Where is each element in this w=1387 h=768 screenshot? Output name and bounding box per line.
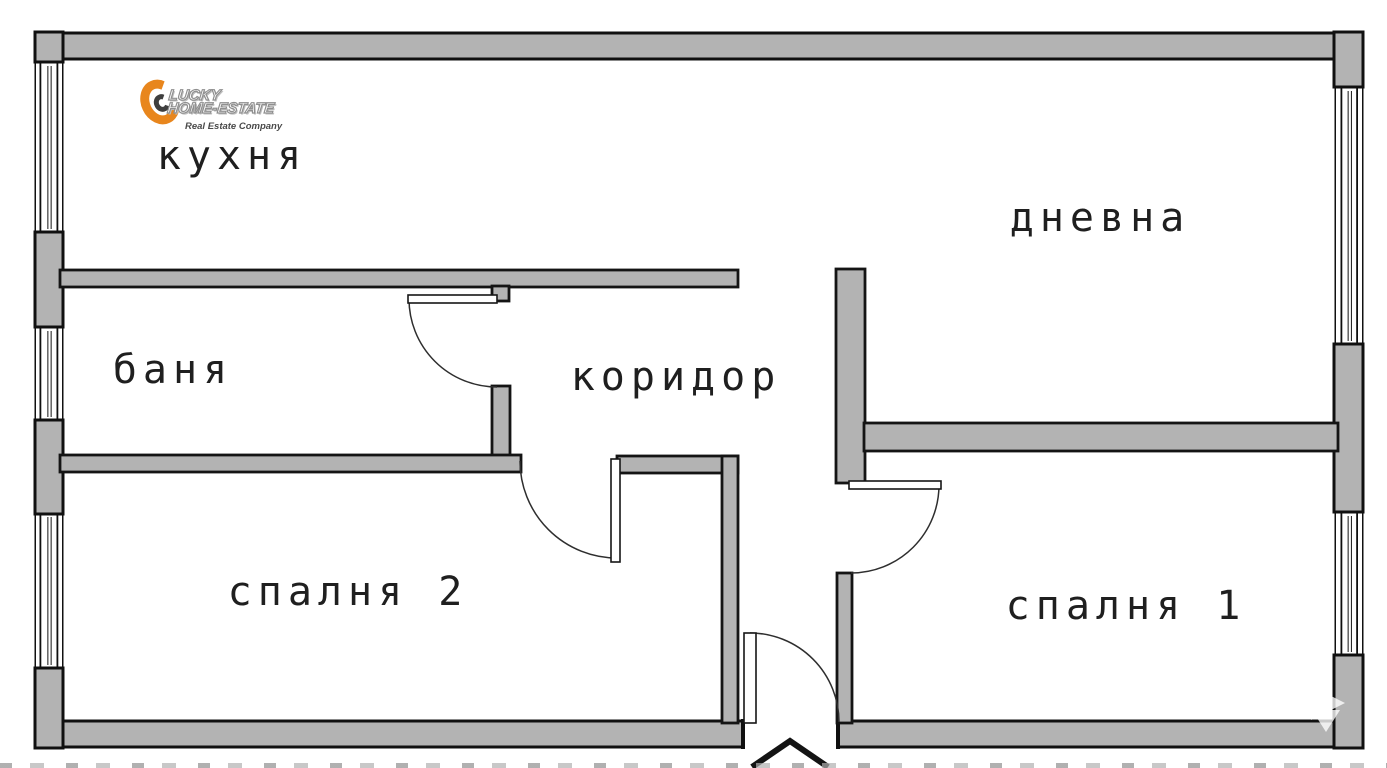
window-frame-line <box>1340 87 1343 345</box>
room-label-kitchen: кухня <box>156 133 308 179</box>
door-entrance <box>743 632 840 724</box>
logo-tagline: Real Estate Company <box>185 121 283 132</box>
window-left-3 <box>36 513 62 669</box>
window-frame-line <box>39 327 42 421</box>
logo-wordmark: LUCKY HOME-ESTATE <box>166 86 277 117</box>
room-label-bedroom1: спалня 1 <box>1005 583 1247 629</box>
window-pane-line <box>1347 91 1349 341</box>
window-pane-line <box>1350 516 1352 652</box>
window-left-2 <box>36 327 62 421</box>
wall-end-cap <box>741 719 745 749</box>
window-pane-line <box>47 331 49 417</box>
wall-corridor-living <box>834 267 867 485</box>
window-pane-line <box>1350 91 1352 341</box>
window-pane-line <box>50 517 52 665</box>
door-leaf <box>610 458 621 563</box>
wall-bedroom2-corridor-top <box>615 454 740 475</box>
window-frame-line <box>56 327 59 421</box>
window-frame-line <box>56 513 59 669</box>
door-leaf <box>848 480 942 490</box>
door-leaf <box>407 294 498 304</box>
wall-bedroom2-corridor-east <box>720 454 740 725</box>
window-frame-line <box>39 513 42 669</box>
wall-bathroom-east <box>490 384 512 459</box>
door-bathroom <box>407 294 498 388</box>
wall-pier <box>1332 30 1365 89</box>
door-bedroom1 <box>848 480 942 574</box>
window-frame-line <box>56 62 59 233</box>
door-swing-arc <box>519 460 618 559</box>
wall-bathroom-bedroom2 <box>58 453 523 474</box>
window-frame-line <box>39 62 42 233</box>
room-label-living: дневна <box>1009 195 1191 241</box>
door-swing-arc <box>408 298 498 388</box>
entrance-arrow-icon <box>750 737 830 768</box>
wall-pier <box>33 230 65 329</box>
window-pane-line <box>50 66 52 229</box>
wall-living-bedroom1 <box>862 421 1340 453</box>
window-pane-line <box>47 66 49 229</box>
wall-pier <box>33 666 65 750</box>
window-left-1 <box>36 62 62 233</box>
wall-pier <box>33 30 65 64</box>
wall-end-cap <box>836 719 840 749</box>
window-glass <box>1336 512 1362 656</box>
window-glass <box>1336 87 1362 345</box>
window-pane-line <box>1347 516 1349 652</box>
wall-pier <box>33 418 65 516</box>
window-right-2 <box>1336 512 1362 656</box>
window-right-1 <box>1336 87 1362 345</box>
door-leaf <box>743 632 757 724</box>
door-swing-arc <box>749 632 840 723</box>
watermark-cursor-icon <box>1311 686 1345 732</box>
room-label-bedroom2: спалня 2 <box>227 569 469 615</box>
window-frame-line <box>1356 87 1358 345</box>
window-pane-line <box>50 331 52 417</box>
room-label-bathroom: баня <box>112 347 234 393</box>
window-frame-line <box>1356 512 1358 656</box>
door-swing-arc <box>850 484 940 574</box>
room-label-corridor: коридор <box>570 354 782 400</box>
logo-line2: HOME-ESTATE <box>166 99 276 117</box>
wall-corridor-bedroom1-south <box>835 571 854 725</box>
window-frame-line <box>1340 512 1343 656</box>
wall-kitchen-corridor <box>58 268 740 289</box>
entrance-opening <box>744 717 837 750</box>
door-bedroom2 <box>519 458 621 563</box>
window-pane-line <box>47 517 49 665</box>
image-edge-artifacts <box>0 763 1387 768</box>
